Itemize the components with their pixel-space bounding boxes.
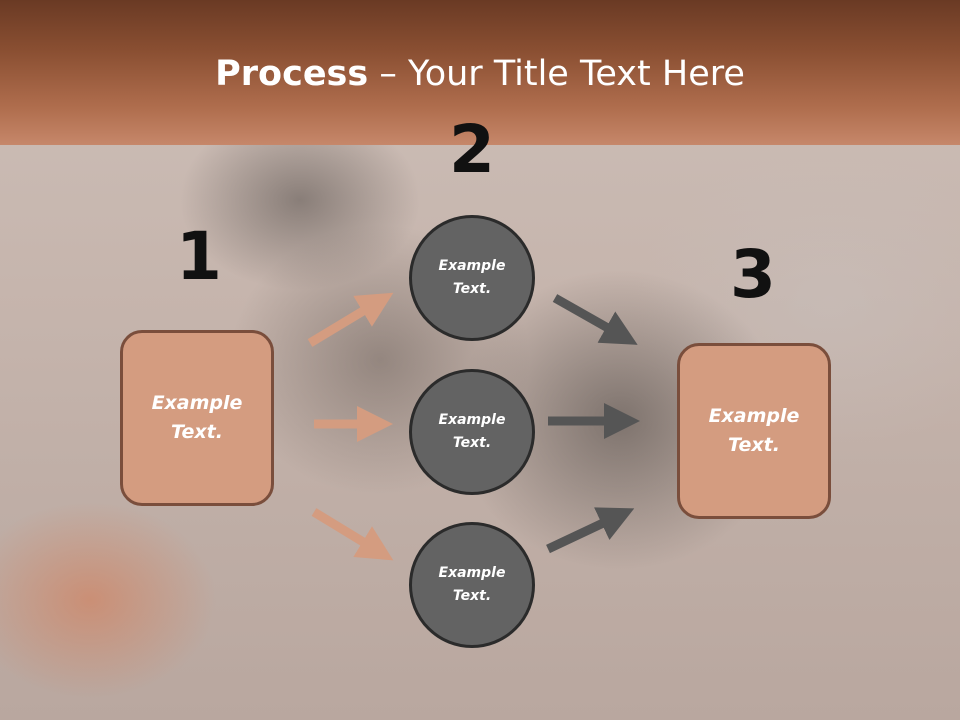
circle-middle-text: Example Text. [438, 412, 506, 451]
circle-top: Example Text. [409, 215, 535, 341]
title-separator: – [368, 54, 408, 94]
circle-top-text: Example Text. [438, 258, 506, 297]
arrow-right-top [552, 294, 638, 345]
left-box-text: Example Text. [151, 392, 243, 443]
arrow-right-bottom [546, 507, 635, 554]
title-bold: Process [215, 54, 369, 94]
step-number-2: 2 [449, 111, 495, 188]
circle-bottom-text: Example Text. [438, 565, 506, 604]
slide-title: Process – Your Title Text Here [0, 52, 960, 96]
right-box-text: Example Text. [708, 405, 800, 456]
circle-middle: Example Text. [409, 369, 535, 495]
arrow-left-top [307, 292, 394, 347]
title-rest: Your Title Text Here [407, 54, 745, 94]
step-number-1: 1 [176, 218, 222, 295]
title-bar: Process – Your Title Text Here [0, 0, 960, 145]
arrow-left-bottom [311, 508, 394, 561]
left-box: Example Text. [120, 330, 274, 506]
right-box: Example Text. [677, 343, 831, 519]
step-number-3: 3 [730, 236, 776, 313]
circle-bottom: Example Text. [409, 522, 535, 648]
